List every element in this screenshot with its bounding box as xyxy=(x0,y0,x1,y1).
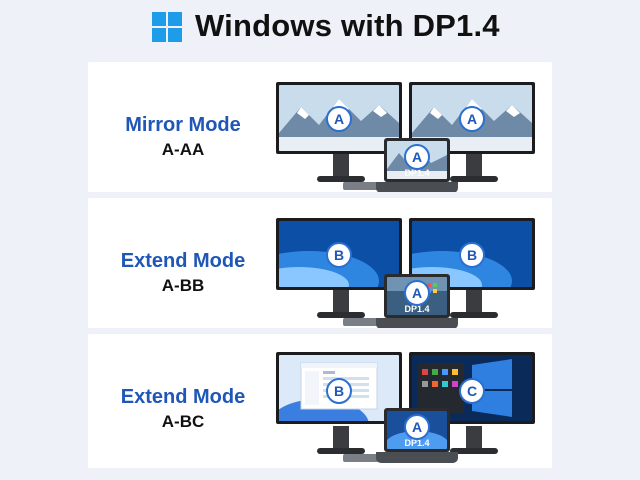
usb-hub xyxy=(343,182,379,190)
header: Windows with DP1.4 xyxy=(0,0,640,60)
mode-config: A-BC xyxy=(161,412,205,431)
screen-badge-left: B xyxy=(326,378,352,404)
laptop-base xyxy=(376,318,458,328)
port-label: DP1.4 xyxy=(404,168,430,178)
screen-badge-left: A xyxy=(326,106,352,132)
monitor-foot xyxy=(450,312,498,318)
mode-title: Mirror Mode xyxy=(125,114,241,136)
blue-wallpaper xyxy=(279,221,399,287)
extend-mode-bb-panel: Extend Mode A-BB B xyxy=(88,198,552,328)
laptop-base xyxy=(376,452,458,463)
laptop-base xyxy=(376,182,458,192)
mode-title: Extend Mode xyxy=(120,250,246,272)
monitor-foot xyxy=(317,448,365,454)
monitor-stand xyxy=(333,154,349,180)
monitor-foot xyxy=(317,312,365,318)
screen-badge-laptop: A xyxy=(404,280,430,306)
screen-badge-right: C xyxy=(459,378,485,404)
port-label: DP1.4 xyxy=(404,304,430,314)
monitor-stand xyxy=(466,426,482,452)
monitor-foot xyxy=(317,176,365,182)
screen-badge-right: A xyxy=(459,106,485,132)
extend-mode-bc-panel: Extend Mode A-BC xyxy=(88,334,552,468)
monitor-stand xyxy=(466,290,482,316)
mirror-mode-panel: Mirror Mode A-AA xyxy=(88,62,552,192)
usb-hub xyxy=(343,454,379,462)
monitor-foot xyxy=(450,448,498,454)
screen-badge-right: B xyxy=(459,242,485,268)
monitor-stand xyxy=(333,290,349,316)
screen-badge-laptop: A xyxy=(404,414,430,440)
mode-config: A-AA xyxy=(161,140,205,159)
port-label: DP1.4 xyxy=(404,438,430,448)
mode-config: A-BB xyxy=(161,276,205,295)
monitor-foot xyxy=(450,176,498,182)
screen-badge-laptop: A xyxy=(404,144,430,170)
monitor-stand xyxy=(333,426,349,452)
windows-logo-icon xyxy=(152,12,182,42)
usb-hub xyxy=(343,318,379,326)
monitor-stand xyxy=(466,154,482,180)
mode-title: Extend Mode xyxy=(120,386,246,408)
page-title: Windows with DP1.4 xyxy=(195,8,500,43)
screen-badge-left: B xyxy=(326,242,352,268)
